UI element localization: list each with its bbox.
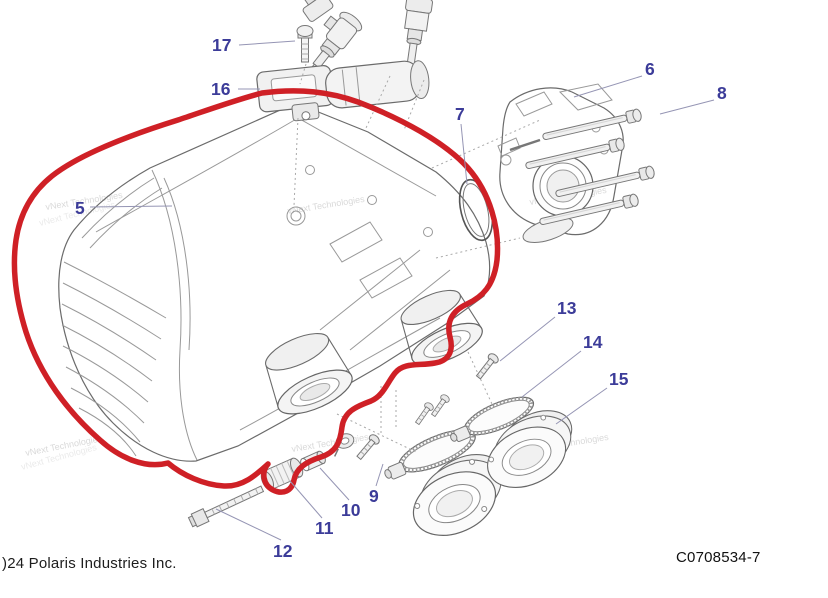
airbox-body — [58, 102, 491, 462]
airbox-intake-tube-left — [265, 333, 353, 415]
copyright-text: )24 Polaris Industries Inc. — [2, 555, 177, 572]
callout-5: 5 — [75, 198, 85, 218]
diagram-part-number: C0708534-7 — [676, 549, 761, 566]
airbox-ribs — [61, 261, 167, 457]
mount-bolt-long — [187, 485, 265, 528]
callout-14: 14 — [583, 332, 603, 352]
airbox-intake-tube-right — [400, 289, 483, 366]
callout-6: 6 — [645, 59, 655, 79]
callout-labels: 5 6 7 8 9 10 11 12 13 14 15 16 17 — [75, 35, 727, 561]
callout-7: 7 — [455, 104, 465, 124]
callout-17: 17 — [212, 35, 231, 55]
intake-boot-right — [487, 410, 573, 488]
seal-highlight — [11, 88, 501, 495]
alignment-lines — [293, 63, 541, 453]
callout-11: 11 — [315, 518, 334, 538]
callout-9: 9 — [369, 486, 379, 506]
sensor-screw — [296, 25, 314, 63]
small-bolt-13 — [473, 351, 501, 382]
hose-clamp-right — [450, 396, 535, 442]
callout-16: 16 — [211, 79, 231, 99]
callout-leader-lines — [89, 40, 715, 541]
callout-15: 15 — [609, 369, 629, 389]
throttle-body — [497, 83, 624, 243]
intake-boot-left — [412, 454, 503, 536]
callout-8: 8 — [717, 83, 727, 103]
callout-12: 12 — [273, 541, 293, 561]
callout-13: 13 — [557, 298, 577, 318]
callout-10: 10 — [341, 500, 361, 520]
fuel-injector-vertical — [404, 0, 433, 67]
fuel-injector-partial — [302, 0, 334, 22]
watermark: vNext Technologies — [287, 194, 366, 216]
